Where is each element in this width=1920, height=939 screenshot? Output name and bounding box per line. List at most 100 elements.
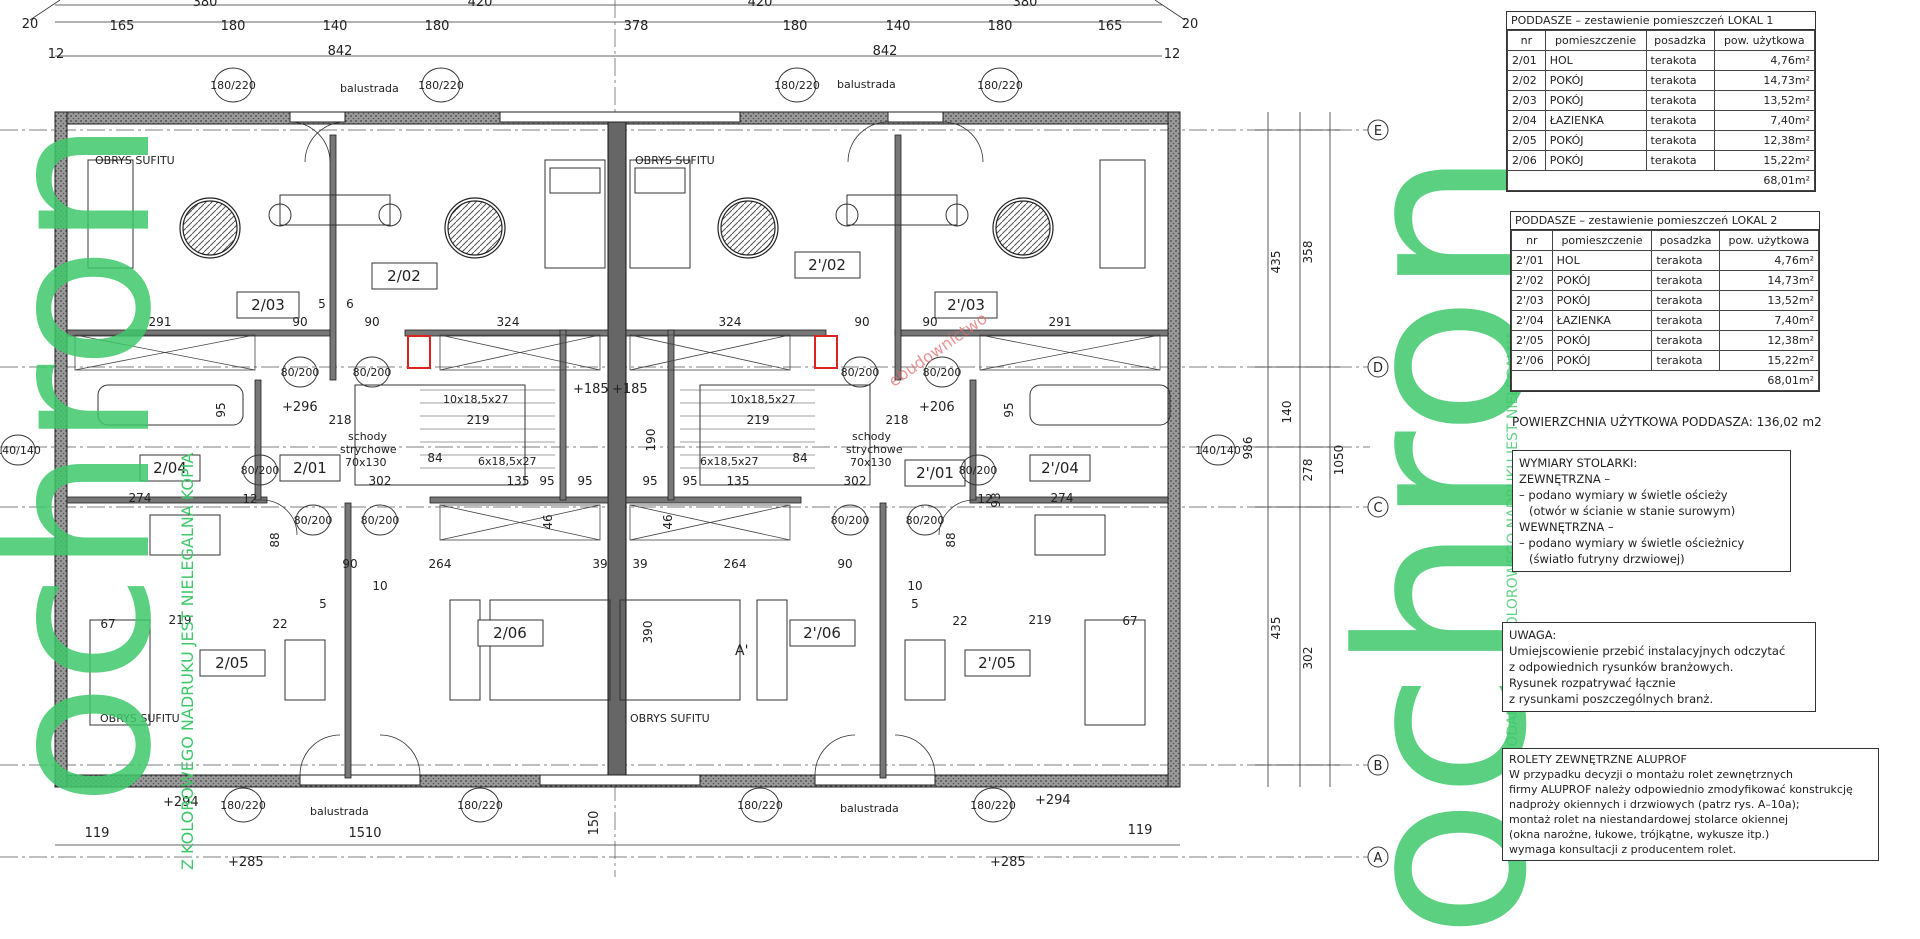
column-header: nr [1507, 30, 1546, 51]
room-label-2p-01: 2'/01 [916, 464, 954, 482]
dim-text: 219 [747, 413, 770, 427]
table-row: 2'/05 POKÓJ terakota 12,38m² [1511, 330, 1820, 351]
table-row: 2'/02 POKÓJ terakota 14,73m² [1511, 270, 1820, 291]
dim-text: 140 [886, 19, 911, 34]
balustrade-label: balustrada [840, 802, 899, 815]
room-label-2-04: 2/04 [153, 459, 187, 477]
cell-nr: 2'/05 [1511, 330, 1553, 351]
cell-floor: terakota [1645, 110, 1715, 131]
schedule-title: PODDASZE – zestawienie pomieszczeń LOKAL… [1507, 12, 1815, 30]
stairs-spec: 6x18,5x27 [478, 455, 537, 468]
column-header: nr [1511, 230, 1553, 251]
cell-area: 13,52m² [1718, 290, 1820, 311]
axis-label: E [1374, 124, 1382, 139]
dim-text: 88 [268, 532, 282, 547]
attic-stairs-label: strychowe [340, 443, 397, 456]
cell-floor: terakota [1645, 50, 1715, 71]
dim-text: 274 [129, 491, 152, 505]
room-label-2-01: 2/01 [293, 459, 327, 477]
note-line: z odpowiednich rysunków branżowych. [1509, 660, 1734, 674]
table-row: 2/03 POKÓJ terakota 13,52m² [1507, 90, 1816, 111]
cell-area: 12,38m² [1718, 330, 1820, 351]
note-shutters: ROLETY ZEWNĘTRZNE ALUPROF W przypadku de… [1502, 748, 1879, 861]
attic-stairs-label: 70x130 [345, 456, 387, 469]
room-label-2p-05: 2'/05 [978, 654, 1016, 672]
dim-text: 420 [748, 0, 773, 10]
level-mark: +185 [573, 382, 609, 397]
dim-text: 302 [369, 474, 392, 488]
note-line: W przypadku decyzji o montażu rolet zewn… [1509, 768, 1794, 781]
room-label-2p-06: 2'/06 [803, 624, 841, 642]
dim-text: 90 [837, 557, 852, 571]
dim-text: 39 [632, 557, 647, 571]
dim-text: 22 [272, 617, 287, 631]
attic-stairs-label: strychowe [846, 443, 903, 456]
cell-nr: 2'/04 [1511, 310, 1553, 331]
table-row: 2'/03 POKÓJ terakota 13,52m² [1511, 290, 1820, 311]
dim-text: 180 [221, 19, 246, 34]
cell-nr: 2/06 [1507, 150, 1546, 171]
cell-room: POKÓJ [1544, 90, 1647, 111]
dim-text: 95 [539, 474, 554, 488]
opening-label: 180/220 [210, 79, 256, 92]
dim-text: 5 [319, 597, 327, 611]
dim-text: 93 [989, 492, 1003, 507]
note-remark: UWAGA: Umiejscowienie przebić instalacyj… [1502, 622, 1816, 712]
inner-dimensions-vertical: 390 88 88 46 46 93 190 95 95 [214, 402, 1016, 643]
dim-text: 119 [85, 826, 110, 841]
note-line: (okna narożne, łukowe, trójkątne, wykusz… [1509, 828, 1770, 841]
axis-label: D [1373, 361, 1383, 376]
note-line: nadproży okiennych i drzwiowych (patrz r… [1509, 798, 1800, 811]
dim-text: 135 [727, 474, 750, 488]
cell-area: 14,73m² [1713, 70, 1816, 91]
dim-text: 218 [329, 413, 352, 427]
opening-label: 180/220 [774, 79, 820, 92]
opening-label: 80/200 [361, 514, 400, 527]
cell-room: POKÓJ [1551, 330, 1653, 351]
dim-text: 1050 [1332, 445, 1346, 476]
cell-floor: terakota [1651, 350, 1720, 371]
dim-text: 842 [328, 44, 353, 59]
furniture [87, 159, 1171, 726]
dim-text: 10 [907, 579, 922, 593]
column-header: posadzka [1651, 230, 1720, 251]
opening-label: 80/200 [294, 514, 333, 527]
dim-text: 291 [149, 315, 172, 329]
dim-text: 302 [844, 474, 867, 488]
dim-text: 67 [100, 617, 115, 631]
note-line: Umiejscowienie przebić instalacyjnych od… [1509, 644, 1786, 658]
cell-room: POKÓJ [1551, 290, 1653, 311]
opening-label: 80/200 [923, 366, 962, 379]
column-header: pow. użytkowa [1718, 230, 1820, 251]
note-title: WYMIARY STOLARKI: [1519, 456, 1638, 470]
table-row: 2'/04 ŁAZIENKA terakota 7,40m² [1511, 310, 1820, 331]
dim-text: 67 [1122, 614, 1137, 628]
dim-text: 46 [541, 514, 555, 529]
red-markers [407, 335, 838, 369]
table-row: 2/01 HOL terakota 4,76m² [1507, 50, 1816, 71]
note-line: z rysunkami poszczególnych branż. [1509, 692, 1714, 706]
note-line: wymaga konsultacji z producentem rolet. [1509, 843, 1737, 856]
dim-text: 6 [346, 297, 354, 311]
dim-text: 12 [48, 47, 65, 62]
note-line: montaż rolet na niestandardowej stolarce… [1509, 813, 1789, 826]
opening-label: 140/140 [0, 444, 41, 457]
level-mark: +285 [990, 855, 1026, 870]
cell-area: 12,38m² [1713, 130, 1816, 151]
interior-walls [66, 134, 1169, 779]
dim-text: 12 [242, 492, 257, 506]
dim-text: 90 [342, 557, 357, 571]
column-header: posadzka [1645, 30, 1715, 51]
dim-text: 119 [1128, 823, 1153, 838]
note-line: Rysunek rozpatrywać łącznie [1509, 676, 1676, 690]
cell-nr: 2/01 [1507, 50, 1546, 71]
ceiling-outline-label: OBRYS SUFITU [100, 712, 180, 725]
room-labels: 2/02 2/03 2/04 2/01 2/05 2/06 2'/02 2'/0… [139, 251, 1091, 677]
dim-text: 219 [1029, 613, 1052, 627]
axis-lines [0, 0, 1370, 877]
cell-total: 68,01m² [1507, 170, 1815, 191]
note-title: ROLETY ZEWNĘTRZNE ALUPROF [1509, 753, 1687, 766]
top-dimensions [29, 0, 1186, 57]
room-label-2p-03: 2'/03 [947, 296, 985, 314]
cell-area: 13,52m² [1713, 90, 1816, 111]
